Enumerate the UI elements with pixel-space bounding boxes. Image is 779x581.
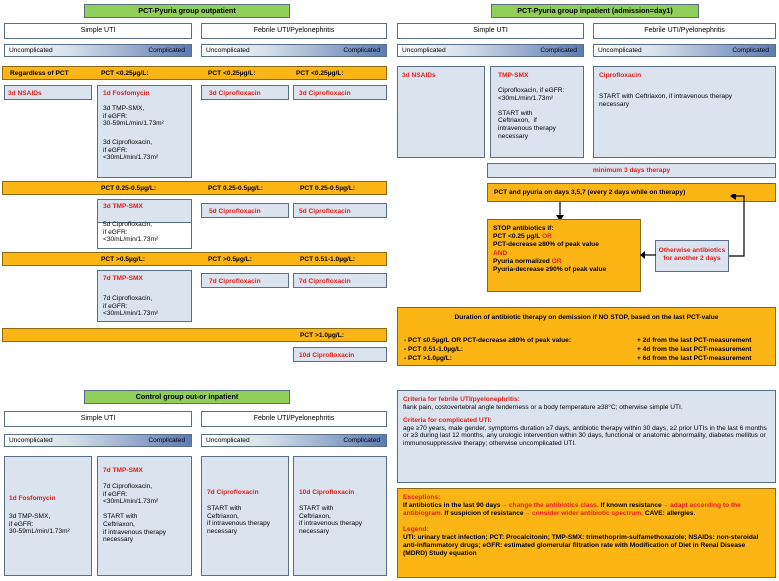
complicated-label: Complicated <box>148 47 185 54</box>
outpatient-cipro7-box-2: 7d Ciprofloxacin <box>293 273 387 288</box>
pct-lt025-label: PCT <0.25µg/L: <box>208 70 256 77</box>
min-3-days-box: minimum 3 days therapy <box>487 163 776 178</box>
control-cipro10-box: 10d Ciprofloxacin START with Ceftriaxon,… <box>293 456 387 576</box>
criteria-box: Criteria for febrile UTI/pyelonephritis:… <box>397 390 776 483</box>
inpatient-tmp-box: TMP-SMX Ciprofloxacin, if eGFR: <30mL/mi… <box>490 66 584 158</box>
outpatient-title: PCT-Pyuria group outpatient <box>84 4 290 18</box>
control-fosfo-box: 1d Fosfomycin 3d TMP-SMX, if eGFR: 30-59… <box>4 456 92 576</box>
outpatient-simple-gradient: Uncomplicated Complicated <box>4 44 192 57</box>
stop-antibiotics-box: STOP antibiotics if: PCT <0.25 µg/L OR P… <box>487 219 641 292</box>
otherwise-antibiotics-box: Otherwise antibiotics for another 2 days <box>655 240 729 272</box>
inpatient-febrile-gradient: Uncomplicated Complicated <box>593 44 776 57</box>
inpatient-cipro-box: Ciprofloxacin START with Ceftriaxon, if … <box>593 66 776 158</box>
control-tmp7-box: 7d TMP-SMX 7d Ciprofloxacin, if eGFR: <3… <box>97 456 192 576</box>
pct-lt025-label: PCT <0.25µg/L: <box>296 70 344 77</box>
control-febrile-gradient: Uncomplicated Complicated <box>201 434 387 447</box>
outpatient-cipro5-box-1: 5d Ciprofloxacin <box>201 203 289 218</box>
down-arrow-icon <box>556 202 564 221</box>
outpatient-pct-row-4: PCT >1.0µg/L: <box>2 328 387 342</box>
outpatient-febrile-gradient: Uncomplicated Complicated <box>201 44 387 57</box>
outpatient-tmp3-box: 3d TMP-SMX <box>97 199 192 223</box>
exceptions-box: Exceptions: If antibiotics in the last 9… <box>397 488 776 578</box>
complicated-label: Complicated <box>343 47 380 54</box>
control-title: Control group out-or inpatient <box>84 390 290 404</box>
uncomplicated-label: Uncomplicated <box>206 47 250 54</box>
loop-arrow-icon <box>729 194 745 257</box>
left-arrow-icon <box>640 251 656 259</box>
control-simple-gradient: Uncomplicated Complicated <box>4 434 192 447</box>
outpatient-pct-row-3: PCT >0.5µg/L: PCT >0.5µg/L: PCT 0.51-1.0… <box>2 252 387 266</box>
outpatient-febrile-header: Febrile UTI/Pyelonephritis <box>201 23 387 39</box>
outpatient-pct-row-2: PCT 0.25-0.5µg/L: PCT 0.25-0.5µg/L: PCT … <box>2 181 387 195</box>
inpatient-simple-header: Simple UTI <box>397 23 584 39</box>
inpatient-title: PCT-Pyuria group inpatient (admission=da… <box>491 4 699 18</box>
duration-box: Duration of antibiotic therapy on demiss… <box>397 307 776 366</box>
control-febrile-header: Febrile UTI/Pyelonephritis <box>201 411 387 427</box>
regardless-label: Regardless of PCT <box>10 70 69 77</box>
inpatient-simple-gradient: Uncomplicated Complicated <box>397 44 584 57</box>
outpatient-pct-row-1: Regardless of PCT PCT <0.25µg/L: PCT <0.… <box>2 66 387 80</box>
control-simple-header: Simple UTI <box>4 411 192 427</box>
uncomplicated-label: Uncomplicated <box>9 47 53 54</box>
fosfomycin-label: 1d Fosfomycin <box>103 90 150 97</box>
pct-days-box: PCT and pyuria on days 3,5,7 (every 2 da… <box>487 183 776 202</box>
inpatient-febrile-header: Febrile UTI/Pyelonephritis <box>593 23 776 39</box>
control-cipro7-box: 7d Ciprofloxacin START with Ceftriaxon, … <box>201 456 289 576</box>
inpatient-nsaids-box: 3d NSAIDs <box>397 66 485 158</box>
pct-lt025-label: PCT <0.25µg/L: <box>101 70 149 77</box>
outpatient-cipro5-text-box: 5d Ciprofloxacin, if eGFR: <30mL/min/1.7… <box>97 199 192 249</box>
outpatient-nsaids-box: 3d NSAIDs <box>4 85 92 100</box>
outpatient-cipro3-box-2: 3d Ciprofloxacin <box>293 85 387 100</box>
outpatient-cipro10-box: 10d Ciprofloxacin <box>293 347 387 362</box>
outpatient-cipro7-box-1: 7d Ciprofloxacin <box>201 273 289 288</box>
outpatient-simple-header: Simple UTI <box>4 23 192 39</box>
outpatient-tmp7-box: 7d TMP-SMX 7d Ciprofloxacin, if eGFR: <3… <box>97 270 192 322</box>
outpatient-cipro5-box-2: 5d Ciprofloxacin <box>293 203 387 218</box>
outpatient-cipro3-box-1: 3d Ciprofloxacin <box>201 85 289 100</box>
outpatient-fosfo-box: 1d Fosfomycin 3d TMP-SMX, if eGFR: 30-59… <box>97 85 192 178</box>
